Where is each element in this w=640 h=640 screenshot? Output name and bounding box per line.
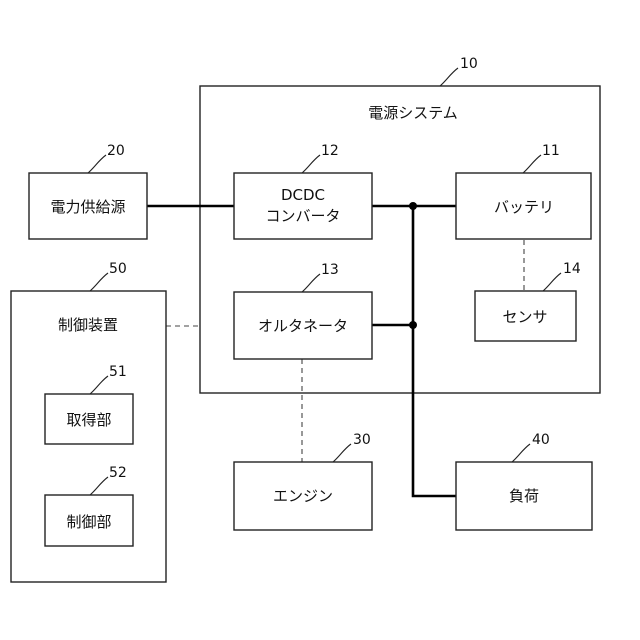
acquisition-unit-ref: 51 (109, 364, 127, 380)
control-device-label: 制御装置 (58, 316, 118, 334)
power-supply-leader (88, 155, 106, 173)
battery-ref: 11 (542, 143, 560, 159)
power-system-label: 電源システム (368, 104, 458, 122)
power-supply-block: 電力供給源 20 (29, 143, 147, 239)
power-system-ref: 10 (460, 56, 478, 72)
load-label: 負荷 (509, 487, 539, 505)
engine-ref: 30 (353, 432, 371, 448)
load-ref: 40 (532, 432, 550, 448)
engine-block: エンジン 30 (234, 432, 372, 530)
dcdc-ref: 12 (321, 143, 339, 159)
control-unit-label: 制御部 (66, 513, 111, 531)
control-device-ref: 50 (109, 261, 127, 277)
power-system-leader (440, 68, 458, 86)
sensor-label: センサ (502, 308, 547, 326)
junction-node-upper (409, 202, 417, 210)
power-supply-ref: 20 (107, 143, 125, 159)
battery-label: バッテリ (494, 198, 554, 216)
dcdc-label-line2: コンバータ (265, 207, 340, 225)
load-leader (512, 444, 530, 462)
junction-node-lower (409, 321, 417, 329)
alternator-label: オルタネータ (258, 317, 348, 335)
load-block: 負荷 40 (456, 432, 592, 530)
acquisition-unit-label: 取得部 (66, 411, 111, 429)
engine-label: エンジン (273, 487, 333, 505)
dcdc-label-line1: DCDC (281, 186, 325, 204)
alternator-ref: 13 (321, 262, 339, 278)
control-device-leader (90, 273, 108, 291)
sensor-ref: 14 (563, 261, 581, 277)
engine-leader (333, 444, 351, 462)
control-unit-ref: 52 (109, 465, 127, 481)
power-supply-label: 電力供給源 (50, 198, 125, 216)
